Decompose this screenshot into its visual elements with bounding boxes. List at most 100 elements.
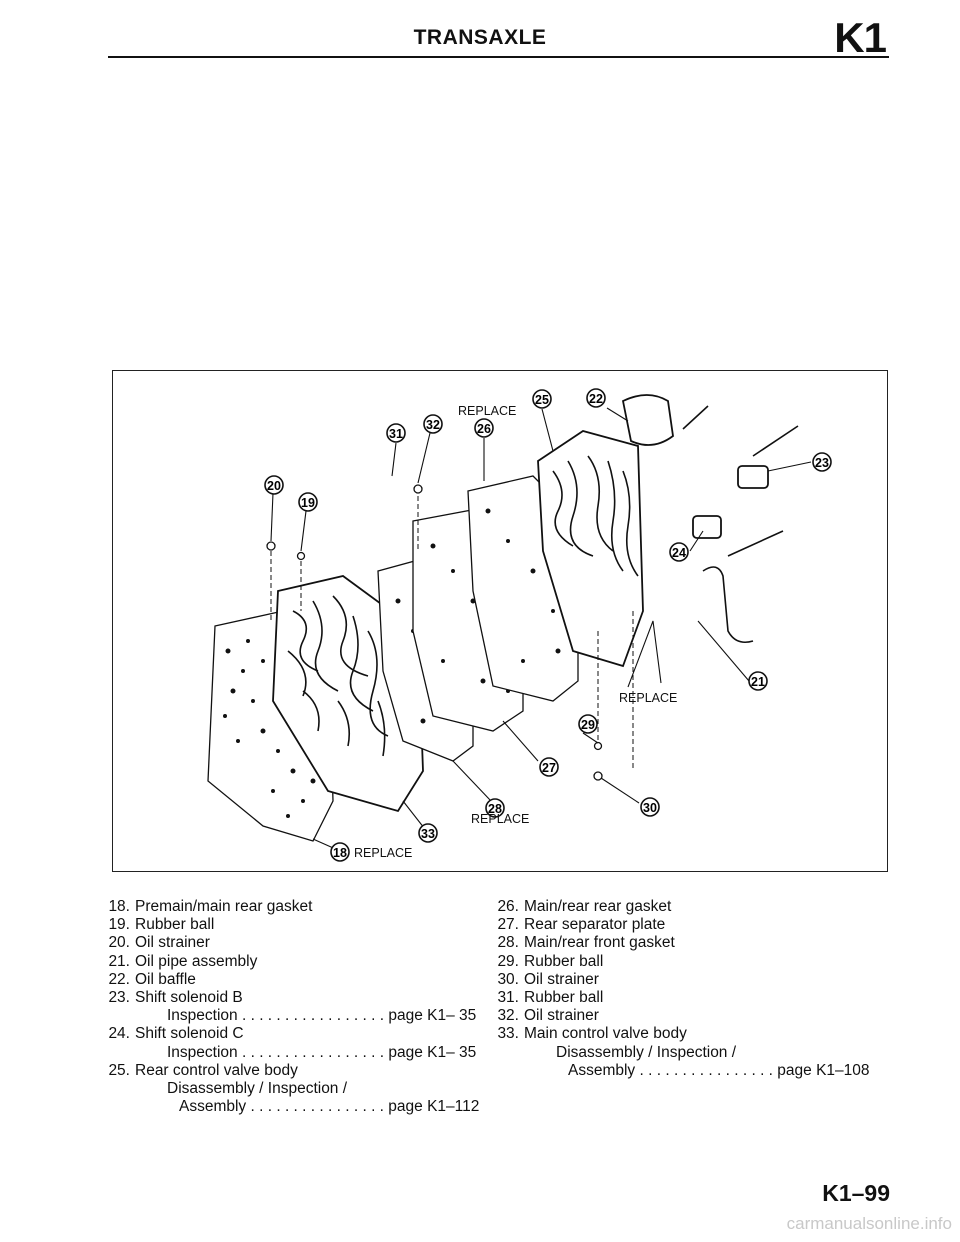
callout-number: 22 bbox=[589, 392, 603, 406]
legend-subitem: Disassembly / Inspection / bbox=[491, 1044, 891, 1062]
legend-number: 29. bbox=[497, 952, 519, 970]
callout-32: 32 bbox=[423, 414, 443, 434]
legend-item: 18. Premain/main rear gasket bbox=[102, 898, 494, 916]
callout-number: 21 bbox=[751, 675, 765, 689]
callout-number: 20 bbox=[267, 479, 281, 493]
legend-text: Disassembly / Inspection / bbox=[167, 1080, 348, 1098]
legend-number: 21. bbox=[108, 952, 130, 970]
header-rule bbox=[108, 56, 889, 58]
legend-text: Oil pipe assembly bbox=[135, 952, 258, 970]
legend-item: 30. Oil strainer bbox=[491, 971, 891, 989]
legend-number: 26. bbox=[497, 898, 519, 915]
legend-number: 25. bbox=[108, 1061, 130, 1079]
parts-legend-right: 26. Main/rear rear gasket 27. Rear separat… bbox=[491, 898, 891, 1080]
legend-item: 25. Rear control valve body bbox=[102, 1062, 494, 1080]
callout-29: 29 bbox=[578, 714, 598, 734]
callout-number: 32 bbox=[426, 418, 440, 432]
legend-number: 33. bbox=[497, 1025, 519, 1043]
legend-text: Oil strainer bbox=[524, 970, 599, 988]
callout-number: 26 bbox=[477, 422, 491, 436]
callout-24: 24 bbox=[669, 542, 689, 562]
watermark: carmanualsonline.info bbox=[786, 1214, 952, 1233]
legend-subitem: Inspection . . . . . . . . . . . . . . .… bbox=[102, 1007, 494, 1025]
legend-item: 33. Main control valve body bbox=[491, 1025, 891, 1043]
callout-22: 22 bbox=[586, 388, 606, 408]
shift-solenoid-c-drawing bbox=[692, 515, 784, 557]
shift-solenoid-b-drawing bbox=[682, 405, 799, 489]
legend-number: 27. bbox=[497, 916, 519, 934]
section-code: K1 bbox=[834, 14, 887, 61]
legend-text: Oil strainer bbox=[135, 934, 210, 952]
callout-number: 18 bbox=[333, 846, 347, 860]
legend-number: 18. bbox=[108, 898, 130, 915]
page-title: TRANSAXLE bbox=[413, 26, 547, 49]
exploded-view-drawing: 18 REPLACE 19 20 21 22 23 24 25 26 27 28… bbox=[207, 388, 832, 862]
legend-item: 26. Main/rear rear gasket bbox=[491, 898, 891, 916]
legend-text: Inspection . . . . . . . . . . . . . . .… bbox=[167, 1043, 477, 1061]
callout-note: REPLACE bbox=[471, 812, 529, 826]
legend-text: Rear separator plate bbox=[524, 916, 666, 934]
legend-item: 32.Oil strainer bbox=[491, 1007, 891, 1025]
legend-item: 27. Rear separator plate bbox=[491, 916, 891, 934]
legend-item: 28. Main/rear front gasket bbox=[491, 934, 891, 952]
legend-item: 21. Oil pipe assembly bbox=[102, 953, 494, 971]
callout-number: 30 bbox=[643, 801, 657, 815]
callout-number: 25 bbox=[535, 393, 549, 407]
legend-subitem: Disassembly / Inspection / bbox=[102, 1080, 494, 1098]
legend-text: Assembly . . . . . . . . . . . . . . . .… bbox=[179, 1098, 480, 1116]
legend-text: Shift solenoid C bbox=[135, 1025, 244, 1043]
replace-note-right: REPLACE bbox=[619, 691, 677, 705]
legend-number: 32. bbox=[497, 1007, 519, 1025]
callout-31: 31 bbox=[386, 423, 406, 443]
parts-legend-left: 18. Premain/main rear gasket 19. Rubber ba… bbox=[102, 898, 494, 1116]
legend-item: 31. Rubber ball bbox=[491, 989, 891, 1007]
page-number: K1–99 bbox=[822, 1180, 890, 1206]
legend-number: 28. bbox=[497, 934, 519, 952]
oil-baffle-drawing bbox=[621, 394, 674, 446]
callout-number: 33 bbox=[421, 827, 435, 841]
callout-20: 20 bbox=[264, 475, 284, 495]
callout-number: 27 bbox=[542, 761, 556, 775]
callout-27: 27 bbox=[539, 757, 559, 777]
legend-number: 19. bbox=[108, 916, 130, 934]
legend-text: Premain/main rear gasket bbox=[135, 898, 313, 915]
legend-number: 30. bbox=[497, 970, 519, 988]
legend-text: Rubber ball bbox=[524, 989, 604, 1007]
legend-subitem: Assembly . . . . . . . . . . . . . . . .… bbox=[102, 1098, 494, 1116]
callout-19: 19 bbox=[298, 492, 318, 512]
legend-text: Main/rear rear gasket bbox=[524, 898, 672, 915]
legend-number: 31. bbox=[497, 989, 519, 1007]
callout-number: 23 bbox=[815, 456, 829, 470]
callout-28: 28 bbox=[485, 798, 505, 818]
legend-text: Rubber ball bbox=[135, 916, 215, 934]
callout-note: REPLACE bbox=[354, 846, 412, 860]
legend-text: Rear control valve body bbox=[135, 1061, 298, 1079]
legend-number: 23. bbox=[108, 989, 130, 1007]
callout-number: 19 bbox=[301, 496, 315, 510]
legend-number: 24. bbox=[108, 1025, 130, 1043]
legend-text: Rubber ball bbox=[524, 952, 604, 970]
callout-30: 30 bbox=[640, 797, 660, 817]
legend-item: 23. Shift solenoid B bbox=[102, 989, 494, 1007]
small-parts-drawing bbox=[266, 484, 603, 781]
legend-text: Main/rear front gasket bbox=[524, 934, 675, 952]
legend-item: 19. Rubber ball bbox=[102, 916, 494, 934]
callout-number: 29 bbox=[581, 718, 595, 732]
legend-text: Main control valve body bbox=[524, 1025, 687, 1043]
legend-subitem: Inspection . . . . . . . . . . . . . . .… bbox=[102, 1044, 494, 1062]
callout-18: 18 bbox=[330, 842, 350, 862]
legend-text: Assembly . . . . . . . . . . . . . . . .… bbox=[568, 1061, 870, 1079]
callout-26: 26 bbox=[474, 418, 494, 438]
oil-pipe-assembly-drawing bbox=[702, 566, 754, 644]
callout-33: 33 bbox=[418, 823, 438, 843]
replace-note-top: REPLACE bbox=[458, 404, 516, 418]
legend-item: 22.Oil baffle bbox=[102, 971, 494, 989]
callout-number: 31 bbox=[389, 427, 403, 441]
legend-item: 29. Rubber ball bbox=[491, 953, 891, 971]
callout-25: 25 bbox=[532, 389, 552, 409]
legend-text: Shift solenoid B bbox=[135, 989, 243, 1007]
legend-subitem: Assembly . . . . . . . . . . . . . . . .… bbox=[491, 1062, 891, 1080]
callout-number: 24 bbox=[672, 546, 686, 560]
callout-21: 21 bbox=[748, 671, 768, 691]
callout-number: 28 bbox=[488, 802, 502, 816]
